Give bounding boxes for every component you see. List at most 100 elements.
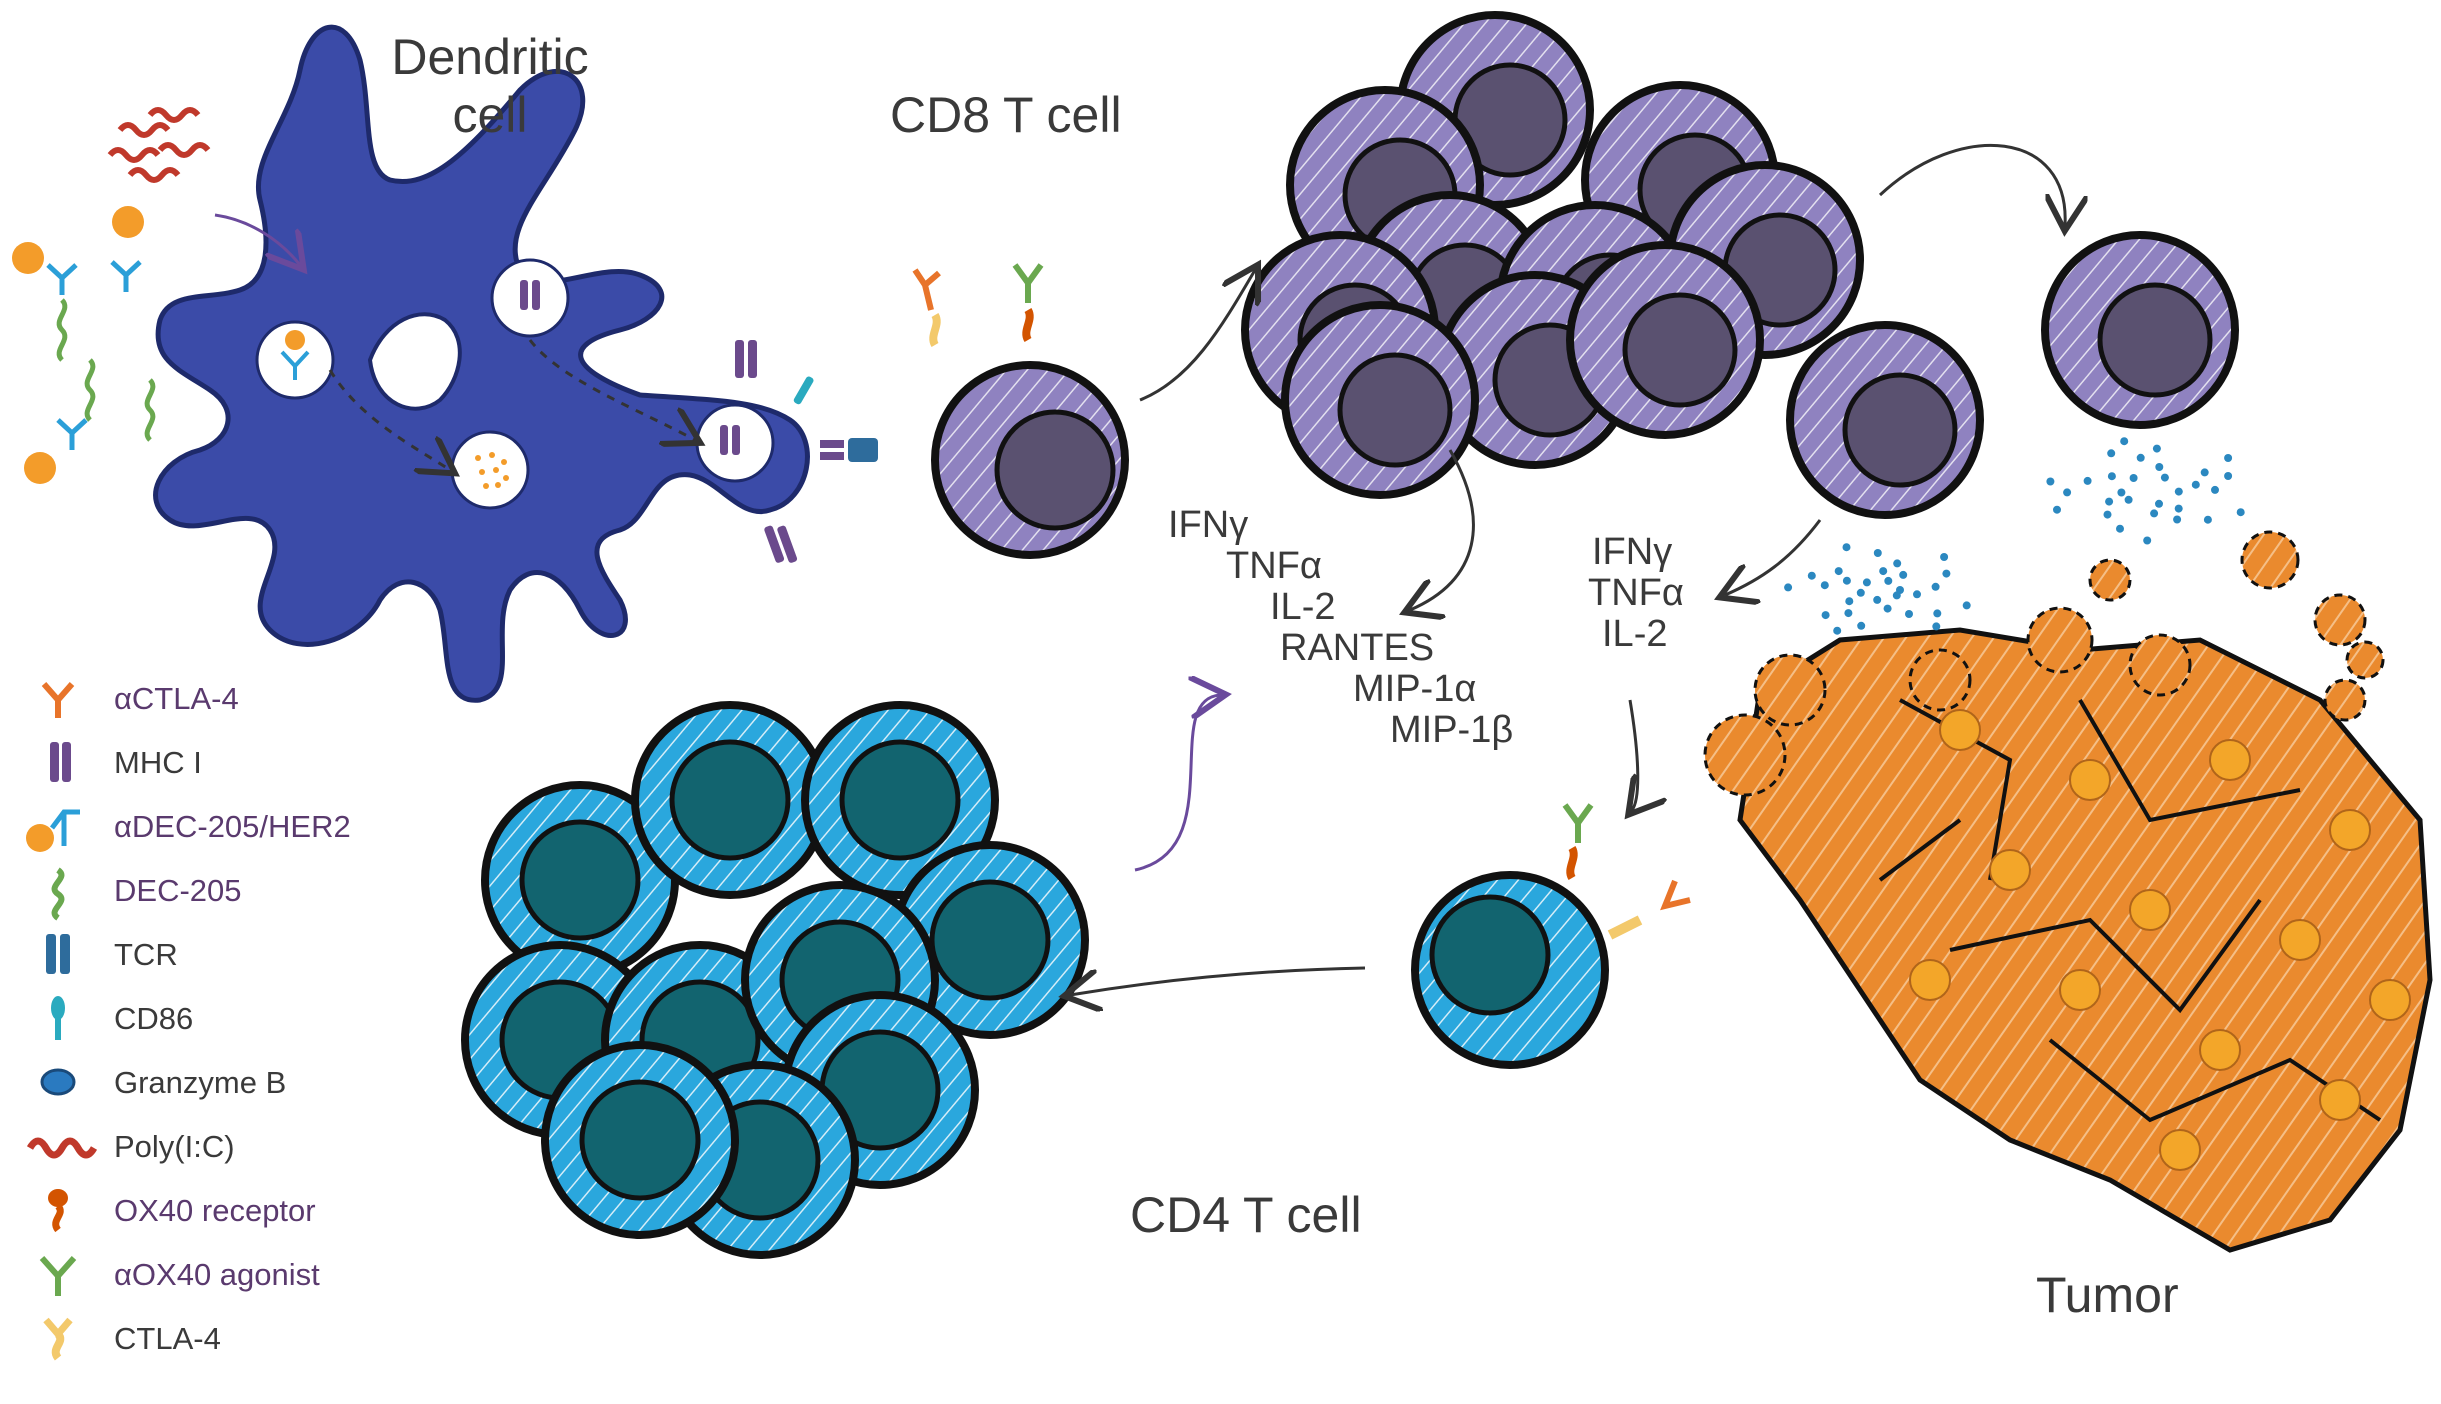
ox40-receptor-icon bbox=[48, 1189, 68, 1233]
arrow-cd4-cytokines bbox=[1134, 695, 1220, 872]
legend-label: αOX40 agonist bbox=[114, 1257, 320, 1292]
granzyme-dot bbox=[2211, 485, 2219, 494]
granzyme-dot bbox=[1883, 604, 1892, 613]
granzyme-dot bbox=[2083, 476, 2092, 485]
dying-tumor-fragment bbox=[2345, 640, 2385, 680]
cd8-killer-cells bbox=[1786, 231, 2239, 519]
cytokine-right-ifng: IFNγ bbox=[1592, 531, 1673, 573]
granzyme-dot bbox=[2143, 536, 2152, 545]
cd8-t-cell-cluster bbox=[1241, 11, 1864, 499]
granzyme-dot bbox=[1873, 549, 1882, 557]
cytokine-il2: IL-2 bbox=[1270, 586, 1336, 628]
arrow-cd4-expansion bbox=[1070, 966, 1366, 995]
granzyme-dot bbox=[1942, 569, 1951, 578]
legend-label: Granzyme B bbox=[114, 1065, 287, 1100]
granzyme-dot bbox=[2053, 505, 2061, 514]
tumor-cell-border bbox=[2078, 698, 2301, 823]
granzyme-dot bbox=[2103, 510, 2112, 519]
dying-tumor-fragment bbox=[1908, 648, 1972, 712]
granzyme-dot bbox=[1784, 583, 1793, 592]
dc-surface-molecules bbox=[735, 340, 878, 563]
arrow-cd8-cytokines bbox=[1410, 449, 1475, 610]
tumor-nucleus bbox=[2069, 759, 2111, 801]
cytokine-mip1a: MIP-1α bbox=[1353, 668, 1477, 710]
granzyme-dot bbox=[2116, 524, 2124, 533]
legend-label: CD86 bbox=[114, 1001, 194, 1036]
tumor-nucleus bbox=[2059, 969, 2101, 1011]
granzyme-dot bbox=[2107, 472, 2116, 481]
granzyme-dot bbox=[1899, 570, 1908, 579]
cd8-cluster-cell bbox=[1566, 241, 1764, 439]
dying-tumor-fragment bbox=[2088, 558, 2132, 602]
legend-item: CD86 bbox=[24, 990, 424, 1050]
granzyme-dot bbox=[1857, 621, 1866, 630]
granzyme-dot bbox=[2174, 487, 2183, 496]
granzyme-dot bbox=[1931, 582, 1940, 591]
legend-label: αCTLA-4 bbox=[114, 681, 239, 716]
dendritic-cell-label-line1: Dendritic bbox=[391, 29, 589, 85]
granzyme-dot bbox=[1834, 567, 1843, 576]
granzyme-dot bbox=[1807, 571, 1816, 580]
tumor-nucleus bbox=[2279, 919, 2321, 961]
tcr-icon bbox=[46, 934, 70, 974]
legend-item: CTLA-4 bbox=[24, 1310, 424, 1370]
tumor-cell-border bbox=[1949, 898, 2262, 1014]
poly-ic-molecules bbox=[107, 107, 211, 183]
ctla4-icon bbox=[43, 1317, 73, 1361]
cd4-cluster-cell bbox=[801, 701, 999, 899]
tumor-nucleus bbox=[2199, 1029, 2241, 1071]
aox40-agonist-icon bbox=[39, 1256, 77, 1296]
legend-label: αDEC-205/HER2 bbox=[114, 809, 351, 844]
cd4-cluster-cell bbox=[631, 701, 829, 899]
legend-label: CTLA-4 bbox=[114, 1321, 221, 1356]
dying-tumor-fragment bbox=[2313, 593, 2367, 647]
granzyme-dot bbox=[2136, 453, 2145, 462]
adec205-her2-complexes bbox=[12, 206, 156, 484]
cd8-killer-cell bbox=[1786, 321, 1984, 519]
legend-label: Poly(I:C) bbox=[114, 1129, 235, 1164]
arrow-to-tumor bbox=[1878, 143, 2065, 225]
legend-item: αDEC-205/HER2 bbox=[24, 798, 424, 858]
cd8-t-cell-label: CD8 T cell bbox=[890, 87, 1122, 143]
arrow-to-cd4 bbox=[1630, 699, 1638, 810]
tumor-nucleus bbox=[1939, 709, 1981, 751]
granzyme-dot bbox=[2046, 477, 2055, 486]
adec205-her2-icon bbox=[26, 809, 80, 852]
cytokine-mip1b: MIP-1β bbox=[1390, 709, 1514, 751]
granzyme-dot bbox=[1932, 622, 1941, 631]
granzyme-dot bbox=[1873, 595, 1882, 604]
tumor-label: Tumor bbox=[2036, 1267, 2179, 1323]
granzyme-dot bbox=[2129, 474, 2138, 482]
cytokine-rantes: RANTES bbox=[1280, 627, 1435, 669]
mhc-i-icon bbox=[50, 742, 71, 782]
granzyme-dot bbox=[1862, 578, 1871, 587]
granzyme-dot bbox=[2105, 497, 2114, 506]
granzyme-dot bbox=[2173, 515, 2182, 524]
dying-tumor-fragment bbox=[2026, 606, 2094, 674]
granzyme-dot bbox=[1856, 588, 1865, 597]
granzyme-dot bbox=[1833, 626, 1842, 635]
tumor-nucleus bbox=[2329, 809, 2371, 851]
granzyme-dot bbox=[2124, 495, 2133, 504]
granzyme-dot bbox=[2191, 480, 2200, 489]
granzyme-dot bbox=[2174, 504, 2183, 513]
granzyme-dot bbox=[2117, 488, 2126, 497]
dying-tumor-fragment bbox=[2240, 530, 2300, 590]
cytokine-tnfa: TNFα bbox=[1226, 545, 1322, 587]
dying-tumor-fragment bbox=[1703, 713, 1787, 797]
dying-tumor-fragment bbox=[2323, 678, 2367, 722]
legend-item: Granzyme B bbox=[24, 1054, 424, 1114]
granzyme-dot bbox=[2107, 449, 2116, 458]
tumor-cell-border bbox=[1878, 818, 1962, 882]
granzyme-dot bbox=[1884, 576, 1893, 585]
tumor-mass bbox=[1703, 530, 2433, 1253]
granzyme-dot bbox=[2150, 509, 2159, 518]
granzyme-dot bbox=[1905, 610, 1913, 618]
granzyme-dot bbox=[1940, 553, 1949, 561]
dying-tumor-fragment bbox=[1753, 653, 1827, 727]
cd8-killer-cell bbox=[2041, 231, 2239, 429]
granzyme-dot bbox=[1893, 559, 1902, 568]
legend-label: DEC-205 bbox=[114, 873, 242, 908]
granzyme-dot bbox=[2155, 499, 2163, 508]
cd4-t-cell-label: CD4 T cell bbox=[1130, 1187, 1362, 1243]
